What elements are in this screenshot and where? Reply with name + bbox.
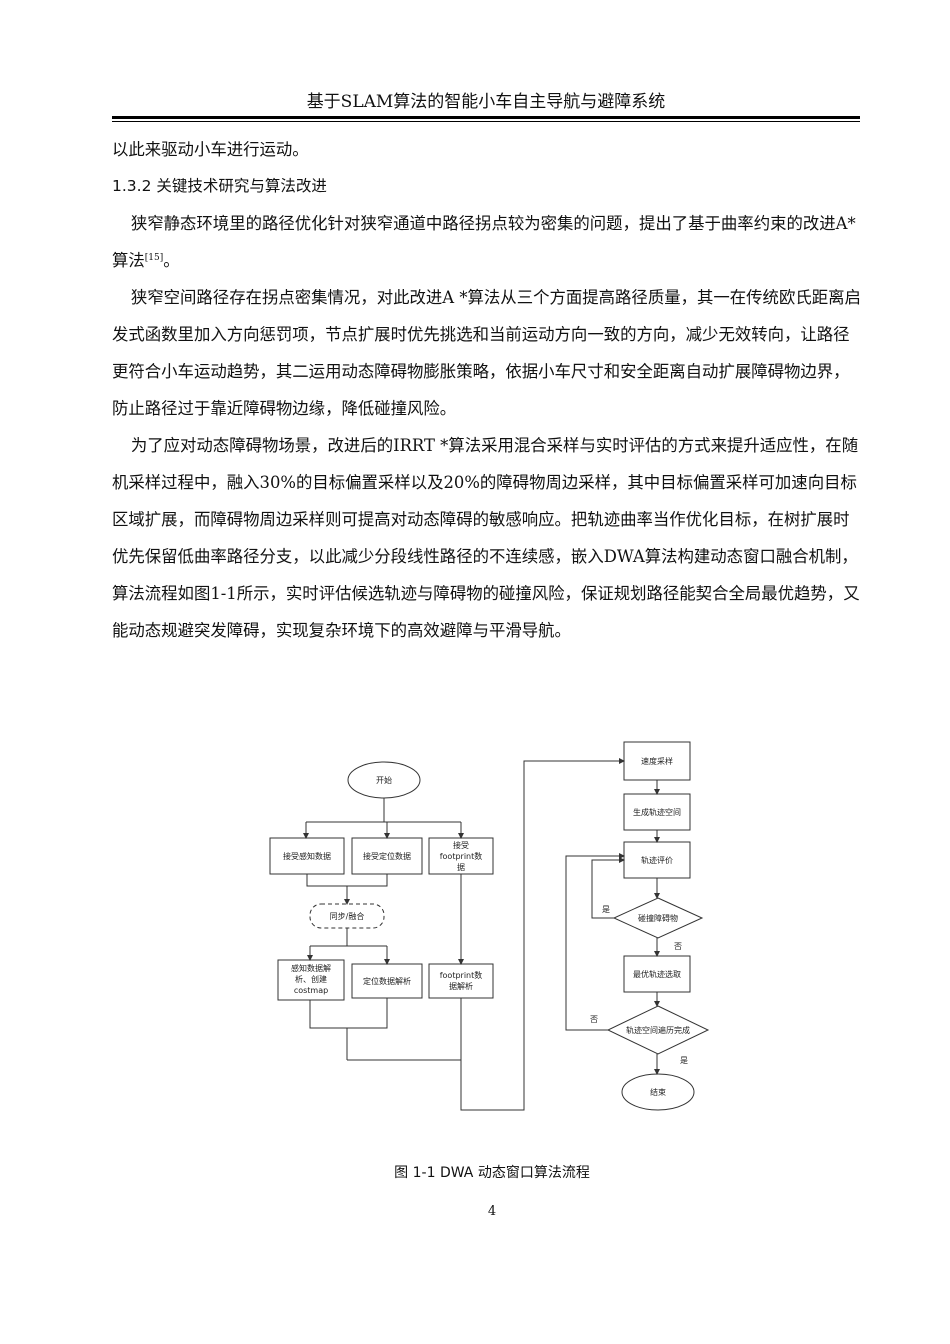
end-label: 结束 bbox=[650, 1087, 666, 1097]
start-label: 开始 bbox=[376, 775, 392, 785]
fp-parse-label-1: footprint数 bbox=[440, 970, 483, 980]
gen-space-box bbox=[623, 793, 691, 831]
sync-label: 同步/融合 bbox=[330, 911, 365, 921]
running-header: 基于SLAM算法的智能小车自主导航与避障系统 bbox=[306, 92, 666, 112]
paragraph-1-end: 。 bbox=[163, 251, 180, 270]
citation-ref: [15] bbox=[144, 253, 164, 263]
yes-label-1: 是 bbox=[602, 905, 610, 914]
recv-loc-label: 接受定位数据 bbox=[363, 851, 411, 861]
sense-parse-label-3: costmap bbox=[294, 986, 328, 995]
sense-to-merge bbox=[306, 874, 388, 887]
collide-diamond bbox=[612, 897, 704, 939]
speed-label: 速度采样 bbox=[641, 756, 673, 766]
fp-parse-down bbox=[460, 758, 625, 1111]
recv-fp-label-1: 接受 bbox=[453, 840, 469, 850]
page-number: 4 bbox=[487, 1204, 497, 1219]
header-rule-thick bbox=[112, 116, 860, 119]
continued-line: 以此来驱动小车进行运动。 bbox=[112, 140, 309, 159]
recv-fp-label-2: footprint数 bbox=[440, 851, 483, 861]
fp-parse-label-2: 据解析 bbox=[449, 981, 473, 991]
optimal-label: 最优轨迹选取 bbox=[633, 969, 681, 979]
section-heading: 1.3.2 关键技术研究与算法改进 bbox=[112, 177, 327, 195]
sense-parse-label-1: 感知数据解 bbox=[291, 963, 331, 973]
eval-label: 轨迹评价 bbox=[641, 855, 673, 865]
paragraph-3: 为了应对动态障碍物场景，改进后的IRRT *算法采用混合采样与实时评估的方式来提… bbox=[112, 436, 860, 640]
paragraph-1-text: 狭窄静态环境里的路径优化针对狭窄通道中路径拐点较为密集的问题，提出了基于曲率约束… bbox=[112, 214, 856, 270]
dwa-flowchart: 开始 接受感知数据 接受定位数据 接受 footprint数 据 同步/融合 感… bbox=[269, 741, 710, 1111]
yes-label-2: 是 bbox=[680, 1056, 688, 1065]
sense-parse-box bbox=[277, 959, 345, 1001]
paragraph-1: 狭窄静态环境里的路径优化针对狭窄通道中路径拐点较为密集的问题，提出了基于曲率约束… bbox=[112, 205, 864, 279]
traverse-no-loop bbox=[565, 853, 625, 1031]
recv-sense-label: 接受感知数据 bbox=[283, 851, 331, 861]
paragraph-2: 狭窄空间路径存在拐点密集情况，对此改进A *算法从三个方面提高路径质量，其一在传… bbox=[112, 288, 861, 418]
collide-yes-loop bbox=[591, 857, 625, 919]
collide-label: 碰撞障碍物 bbox=[638, 913, 678, 923]
sense-parse-label-2: 析、创建 bbox=[295, 974, 327, 984]
no-label-2: 否 bbox=[590, 1015, 598, 1024]
loc-parse-box bbox=[351, 963, 423, 999]
no-label-1: 否 bbox=[674, 942, 682, 951]
fp-parse-box bbox=[428, 963, 494, 999]
traverse-diamond bbox=[606, 1005, 710, 1055]
loc-parse-label: 定位数据解析 bbox=[363, 976, 411, 986]
body-text: 以此来驱动小车进行运动。 1.3.2 关键技术研究与算法改进 狭窄静态环境里的路… bbox=[112, 131, 864, 649]
figure-caption: 图 1-1 DWA 动态窗口算法流程 bbox=[394, 1165, 590, 1181]
parse-merge bbox=[309, 998, 388, 1029]
header-rule-thin bbox=[112, 121, 860, 122]
recv-sense-box bbox=[269, 837, 345, 875]
gen-space-label: 生成轨迹空间 bbox=[633, 807, 681, 817]
recv-fp-label-3: 据 bbox=[457, 862, 465, 872]
traverse-label: 轨迹空间遍历完成 bbox=[626, 1025, 690, 1035]
recv-fp-box bbox=[428, 837, 494, 875]
